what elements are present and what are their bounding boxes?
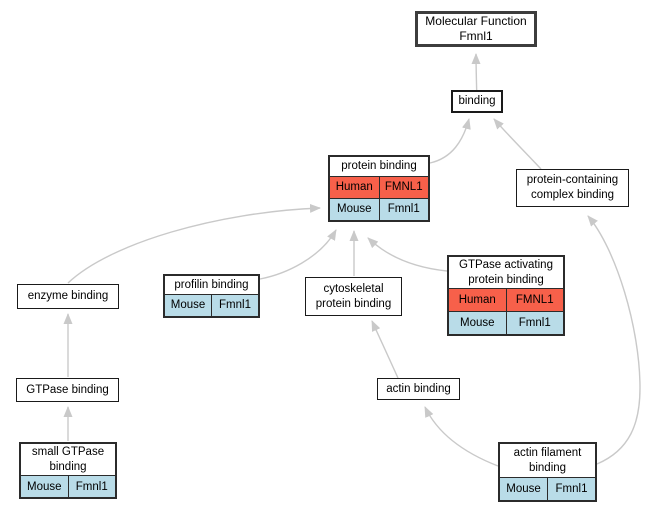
node-small-gtpase-binding-header[interactable]: small GTPase binding [21, 444, 115, 476]
edge-protein-containing-complex-binding-to-binding [493, 118, 542, 170]
node-cytoskeletal-protein-binding-line2: protein binding [315, 297, 392, 310]
node-actin-filament-binding-line1: actin filament [513, 446, 582, 459]
node-binding[interactable]: binding [451, 90, 503, 113]
node-protein-binding-header[interactable]: protein binding [330, 157, 428, 176]
edge-enzyme-binding-to-protein-binding [67, 203, 321, 284]
edge-profilin-binding-to-protein-binding [259, 229, 337, 280]
node-gtpase-binding[interactable]: GTPase binding [16, 378, 119, 402]
profilin-binding-mouse-species: Mouse [165, 295, 211, 316]
protein-binding-human-species: Human [330, 177, 379, 198]
node-molecular-function-fmnl1[interactable]: Molecular Function Fmnl1 [415, 11, 537, 47]
small-gtpase-binding-mouse-species: Mouse [21, 476, 68, 498]
edge-actin-binding-to-cytoskeletal-protein-binding [371, 320, 399, 379]
protein-binding-human-row: Human FMNL1 [330, 176, 428, 198]
small-gtpase-binding-mouse-row: Mouse Fmnl1 [21, 475, 115, 498]
node-gtpase-activating-protein-binding-header[interactable]: GTPase activating protein binding [449, 257, 563, 289]
node-gtpase-activating-protein-binding-line2: protein binding [468, 273, 544, 286]
actin-filament-binding-mouse-row: Mouse Fmnl1 [500, 477, 595, 500]
node-gtpase-activating-protein-binding-line1: GTPase activating [459, 259, 553, 271]
node-profilin-binding-label: profilin binding [174, 278, 249, 291]
node-molecular-function-fmnl1-line1: Molecular Function [425, 13, 527, 28]
node-actin-binding[interactable]: actin binding [377, 378, 460, 400]
edge-actin-filament-binding-to-actin-binding [424, 406, 499, 467]
edge-actin-filament-binding-to-protein-containing-complex-binding [587, 215, 641, 465]
node-protein-binding-label: protein binding [341, 160, 417, 173]
edge-protein-binding-to-binding [429, 118, 471, 164]
node-profilin-binding[interactable]: profilin binding Mouse Fmnl1 [163, 274, 260, 318]
actin-filament-binding-mouse-gene: Fmnl1 [547, 478, 595, 500]
node-protein-containing-complex-binding-line2: complex binding [530, 189, 615, 201]
edge-gtpase-activating-protein-binding-to-protein-binding [367, 237, 448, 272]
gtpase-activating-human-gene: FMNL1 [505, 289, 563, 312]
gtpase-activating-mouse-species: Mouse [449, 312, 506, 335]
protein-binding-mouse-row: Mouse Fmnl1 [330, 198, 428, 220]
gtpase-activating-human-species: Human [449, 289, 506, 312]
gtpase-activating-mouse-row: Mouse Fmnl1 [449, 311, 563, 335]
node-actin-filament-binding-header[interactable]: actin filament binding [500, 444, 595, 477]
node-gtpase-binding-label: GTPase binding [26, 383, 109, 396]
node-protein-containing-complex-binding-line1: protein-containing [526, 174, 619, 187]
actin-filament-binding-mouse-species: Mouse [500, 478, 547, 500]
node-actin-filament-binding[interactable]: actin filament binding Mouse Fmnl1 [498, 442, 597, 502]
protein-binding-mouse-species: Mouse [330, 199, 379, 220]
node-binding-label: binding [458, 95, 496, 108]
node-molecular-function-fmnl1-line2: Fmnl1 [459, 29, 493, 43]
protein-binding-human-gene: FMNL1 [378, 177, 428, 198]
node-protein-binding[interactable]: protein binding Human FMNL1 Mouse Fmnl1 [328, 155, 430, 222]
node-cytoskeletal-protein-binding[interactable]: cytoskeletal protein binding [305, 277, 402, 316]
node-profilin-binding-header[interactable]: profilin binding [165, 276, 258, 294]
profilin-binding-mouse-gene: Fmnl1 [211, 295, 258, 316]
node-small-gtpase-binding[interactable]: small GTPase binding Mouse Fmnl1 [19, 442, 117, 499]
node-cytoskeletal-protein-binding-line1: cytoskeletal [323, 282, 384, 295]
profilin-binding-mouse-row: Mouse Fmnl1 [165, 294, 258, 316]
node-protein-containing-complex-binding[interactable]: protein-containing complex binding [516, 169, 629, 207]
node-small-gtpase-binding-line2: binding [49, 460, 87, 473]
node-actin-binding-label: actin binding [386, 382, 451, 395]
node-enzyme-binding-label: enzyme binding [27, 290, 109, 303]
node-actin-filament-binding-line2: binding [528, 461, 567, 474]
protein-binding-mouse-gene: Fmnl1 [378, 199, 428, 220]
gtpase-activating-human-row: Human FMNL1 [449, 288, 563, 312]
node-small-gtpase-binding-line1: small GTPase [31, 446, 105, 458]
node-enzyme-binding[interactable]: enzyme binding [17, 284, 119, 309]
node-gtpase-activating-protein-binding[interactable]: GTPase activating protein binding Human … [447, 255, 565, 336]
gtpase-activating-mouse-gene: Fmnl1 [505, 312, 563, 335]
small-gtpase-binding-mouse-gene: Fmnl1 [67, 476, 115, 498]
